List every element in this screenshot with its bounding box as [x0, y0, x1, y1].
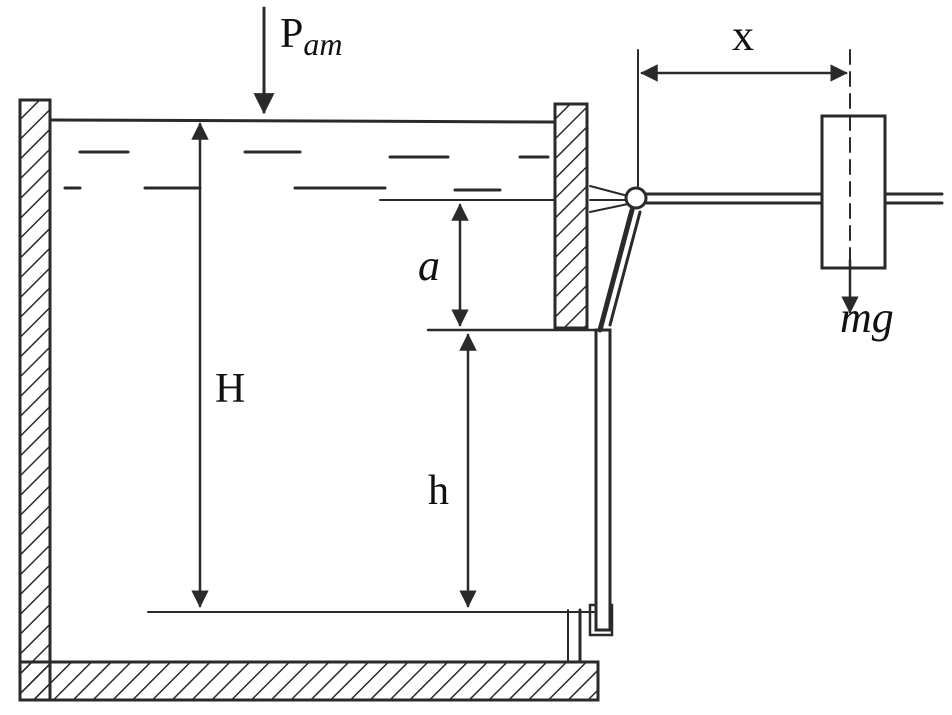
pressure-label: Pam: [280, 11, 342, 62]
dimension-x: [637, 49, 848, 189]
distance-x-label: x: [732, 11, 754, 60]
gap-a-label: a: [418, 241, 440, 290]
lever-arm: [644, 192, 944, 205]
depth-H-label: H: [215, 366, 245, 412]
hinge: [589, 185, 648, 213]
tank-inner-outline: [50, 118, 614, 664]
gate-plate: [594, 207, 642, 632]
dimension-a: [426, 203, 600, 332]
weight-mg-label: mg: [840, 293, 894, 342]
counterweight: [820, 49, 887, 301]
gate-h-label: h: [428, 468, 449, 514]
water-surface-dashes: [63, 150, 556, 201]
right-wall: [553, 102, 589, 330]
left-wall: [18, 98, 52, 702]
tank-bottom: [18, 660, 600, 702]
